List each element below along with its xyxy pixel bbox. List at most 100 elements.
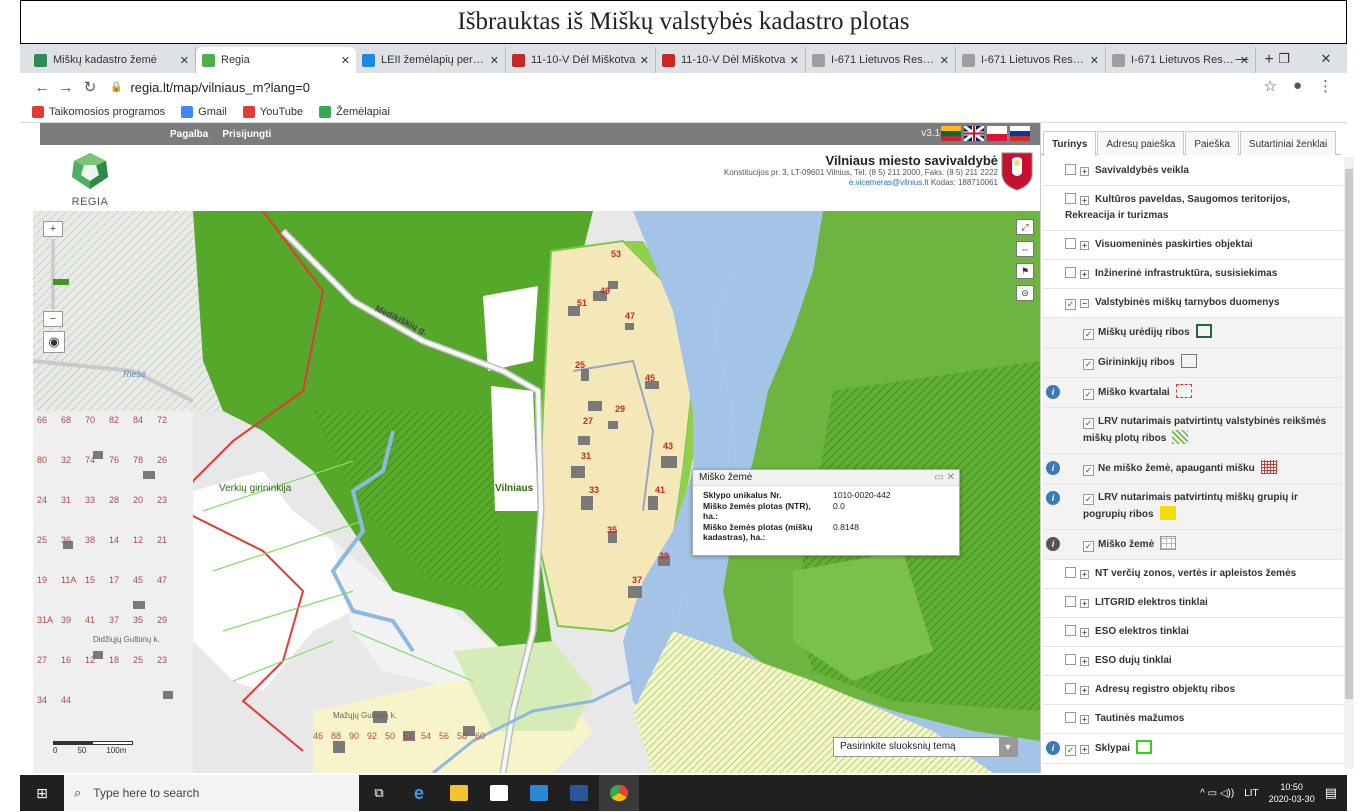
layer-checkbox[interactable] [1065,654,1076,665]
parcel-number[interactable]: 33 [589,485,600,495]
municipality-email[interactable]: e.vicemeras@vilnius.lt [848,178,929,187]
file-explorer-icon[interactable] [439,775,479,811]
flag-ru-icon[interactable] [1010,126,1030,141]
flag-en-icon[interactable] [964,126,984,141]
close-tab-icon[interactable]: ✕ [179,54,189,67]
tray-icons[interactable]: ^ ▭ ◁)) [1200,787,1235,799]
parcel-number[interactable]: 29 [615,404,626,414]
layer-checkbox[interactable] [1065,567,1076,578]
layer-checkbox[interactable] [1065,683,1076,694]
minimize-icon[interactable]: — [1235,51,1249,66]
back-icon[interactable]: ← [34,78,50,96]
browser-tab[interactable]: LEII žemėlapių peržiū✕ [356,47,506,73]
panel-tab[interactable]: Turinys [1043,131,1097,156]
bookmark-item[interactable]: Žemėlapiai [319,105,390,118]
layer-item[interactable]: +ESO dujų tinklai [1043,647,1343,676]
store-icon[interactable] [479,775,519,811]
expand-icon[interactable]: + [1080,715,1089,724]
layer-checkbox[interactable] [1065,164,1076,175]
browser-tab[interactable]: I-671 Lietuvos Respub✕ [1106,47,1256,73]
parcel-number[interactable]: 37 [632,575,643,585]
close-tab-icon[interactable]: ✕ [939,54,949,67]
parcel-number[interactable]: 27 [583,416,594,426]
info-icon[interactable]: i [1046,461,1060,475]
layer-checkbox[interactable]: ✓ [1083,418,1094,429]
parcel-number[interactable]: 41 [655,485,666,495]
expand-icon[interactable]: + [1080,167,1089,176]
info-icon[interactable]: i [1046,491,1060,505]
bookmark-item[interactable]: Gmail [181,105,227,118]
close-tab-icon[interactable]: ✕ [1239,54,1249,67]
parcel-number[interactable]: 49 [600,286,611,296]
info-icon[interactable]: i [1046,385,1060,399]
layer-item[interactable]: +Savivaldybės veikla [1043,157,1343,186]
clock[interactable]: 10:50 2020-03-30 [1269,781,1315,805]
map-view[interactable]: Medikiškių g. Riešė Vilniaus Verkių giri… [33,211,1040,773]
layer-checkbox[interactable] [1065,238,1076,249]
parcel-number[interactable]: 45 [645,373,656,383]
layer-item[interactable]: ✓Miškų urėdijų ribos [1043,318,1343,348]
panel-tab[interactable]: Adresų paieška [1097,131,1185,155]
expand-icon[interactable]: + [1080,599,1089,608]
parcel-number[interactable]: 25 [575,360,586,370]
info-icon[interactable]: i [1046,741,1060,755]
close-window-icon[interactable]: ✕ [1320,51,1332,66]
panel-tab[interactable]: Paieška [1185,131,1239,155]
layer-item[interactable]: ✓Girininkijų ribos [1043,348,1343,378]
close-tab-icon[interactable]: ✕ [1089,54,1099,67]
parcel-number[interactable]: 39 [659,551,670,561]
login-link[interactable]: Prisijungti [222,128,272,140]
profile-icon[interactable]: ● [1292,77,1302,94]
layer-item[interactable]: i✓LRV nutarimais patvirtintų miškų grupi… [1043,484,1343,530]
notifications-icon[interactable]: ▤ [1324,785,1337,800]
chrome-icon[interactable] [599,775,639,811]
collapse-icon[interactable]: − [1080,299,1089,308]
parcel-number[interactable]: 53 [611,249,622,259]
layer-item[interactable]: +LITGRID elektros tinklai [1043,589,1343,618]
link-icon[interactable]: ⊝ [1016,285,1034,301]
layer-checkbox[interactable]: ✓ [1083,359,1094,370]
task-view-icon[interactable]: ⧉ [374,785,384,800]
browser-tab[interactable]: Miškų kadastro žemė✕ [28,47,196,73]
scrollbar-thumb[interactable] [1345,169,1353,699]
layer-checkbox[interactable] [1065,267,1076,278]
layer-checkbox[interactable]: ✓ [1083,541,1094,552]
flag-lt-icon[interactable] [941,126,961,141]
layer-checkbox[interactable] [1065,596,1076,607]
layer-item[interactable]: ✓−Valstybinės miškų tarnybos duomenys [1043,289,1343,318]
expand-icon[interactable]: + [1080,241,1089,250]
locate-icon[interactable]: ◉ [43,331,65,353]
bookmark-item[interactable]: Taikomosios programos [32,105,165,118]
layer-item[interactable]: +Inžinerinė infrastruktūra, susisiekimas [1043,260,1343,289]
parcel-number[interactable]: 51 [577,298,588,308]
maximize-popup-icon[interactable]: ▭ [934,472,944,483]
layer-item[interactable]: +Adresų registro objektų ribos [1043,676,1343,705]
edge-icon[interactable]: e [413,782,424,803]
zoom-slider-track[interactable] [51,239,69,309]
close-tab-icon[interactable]: ✕ [639,54,649,67]
layer-item[interactable]: i✓+Sklypai [1043,734,1343,764]
layer-checkbox[interactable]: ✓ [1083,389,1094,400]
theme-select[interactable]: Pasirinkite sluoksnių temą ▼ [833,737,1018,757]
expand-icon[interactable]: + [1080,657,1089,666]
layer-checkbox[interactable] [1065,712,1076,723]
layer-checkbox[interactable]: ✓ [1065,299,1076,310]
zoom-in-button[interactable]: + [43,221,63,237]
layer-checkbox[interactable]: ✓ [1065,745,1076,756]
measure-icon[interactable]: ⇔ [1016,241,1034,257]
close-tab-icon[interactable]: ✕ [340,54,350,67]
bookmark-star-icon[interactable]: ☆ [1263,78,1277,95]
layer-item[interactable]: ✓LRV nutarimais patvirtintų valstybinės … [1043,408,1343,454]
panel-scrollbar[interactable] [1344,157,1354,769]
reload-icon[interactable]: ↻ [83,79,97,96]
layer-item[interactable]: +Visuomeninės paskirties objektai [1043,231,1343,260]
forward-icon[interactable]: → [58,78,74,96]
layer-item[interactable]: +ESO elektros tinklai [1043,618,1343,647]
browser-tab[interactable]: 11-10-V Dėl Miškotva✕ [506,47,656,73]
expand-icon[interactable]: + [1080,686,1089,695]
layer-checkbox[interactable]: ✓ [1083,465,1094,476]
expand-icon[interactable]: + [1080,270,1089,279]
expand-icon[interactable]: + [1080,745,1089,754]
layer-item[interactable]: i✓Miško kvartalai [1043,378,1343,408]
input-language[interactable]: LIT [1244,787,1259,799]
